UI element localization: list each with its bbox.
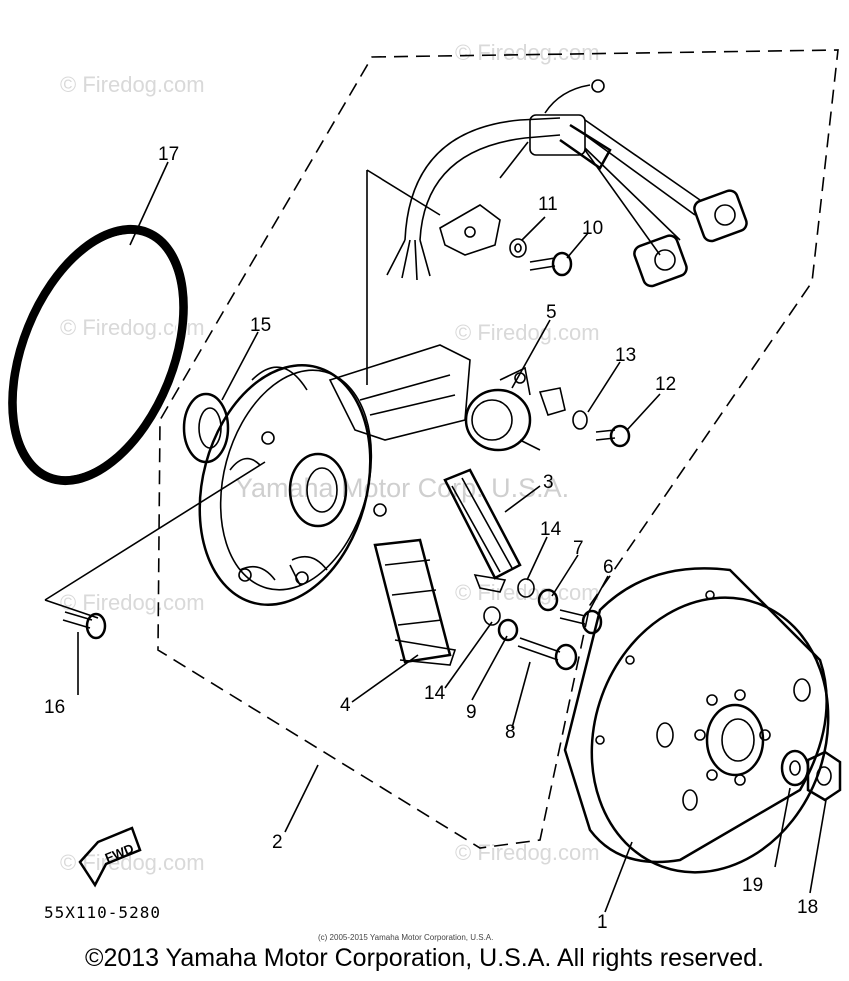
washer-14-upper bbox=[517, 578, 535, 598]
callout-2: 2 bbox=[272, 832, 283, 853]
callout-labels: 1 2 3 4 5 6 7 8 9 10 11 12 13 14 14 15 1… bbox=[44, 144, 818, 933]
flywheel-rotor-1 bbox=[563, 567, 830, 874]
clamp-13 bbox=[538, 387, 588, 430]
screw-8 bbox=[517, 637, 578, 671]
watermark: © Firedog.com bbox=[455, 40, 600, 65]
washer-19 bbox=[780, 749, 810, 787]
callout-14-lower: 14 bbox=[424, 683, 446, 704]
small-copyright-notice: (c) 2005-2015 Yamaha Motor Corporation, … bbox=[318, 933, 493, 942]
watermark: © Firedog.com bbox=[455, 580, 600, 605]
pickup-coil-5 bbox=[464, 366, 541, 452]
washer-7 bbox=[537, 588, 559, 612]
screw-6 bbox=[559, 609, 603, 635]
callout-8: 8 bbox=[505, 722, 516, 743]
watermark: © Firedog.com bbox=[455, 840, 600, 865]
callout-10: 10 bbox=[582, 218, 603, 239]
callout-17: 17 bbox=[158, 144, 179, 165]
leader-lines bbox=[44, 161, 827, 913]
watermark: © Firedog.com bbox=[455, 320, 600, 345]
oil-seal-15 bbox=[182, 392, 230, 464]
diagram-part-code: 55X110-5280 bbox=[44, 903, 161, 922]
callout-12: 12 bbox=[655, 374, 676, 395]
callout-11: 11 bbox=[538, 194, 558, 215]
callout-5: 5 bbox=[546, 302, 557, 323]
callout-18: 18 bbox=[797, 897, 818, 918]
wire-harness bbox=[386, 79, 748, 288]
callout-6: 6 bbox=[603, 557, 614, 578]
screw-12 bbox=[595, 424, 631, 448]
callout-13: 13 bbox=[615, 345, 636, 366]
o-ring-17 bbox=[8, 224, 188, 486]
screw-16 bbox=[62, 611, 107, 640]
callout-1: 1 bbox=[597, 912, 608, 933]
dashed-assembly-boundary bbox=[157, 49, 839, 849]
watermark: © Firedog.com bbox=[60, 72, 205, 97]
callout-9: 9 bbox=[466, 702, 477, 723]
callout-15: 15 bbox=[250, 315, 271, 336]
callout-14-upper: 14 bbox=[540, 519, 562, 540]
callout-4: 4 bbox=[340, 695, 351, 716]
copyright-footer: ©2013 Yamaha Motor Corporation, U.S.A. A… bbox=[85, 944, 764, 972]
callout-7: 7 bbox=[573, 538, 584, 559]
source-coil-4 bbox=[373, 538, 457, 666]
watermark: © Firedog.com bbox=[60, 590, 205, 615]
screw-10 bbox=[529, 251, 573, 277]
callout-3: 3 bbox=[543, 472, 554, 493]
washer-14-lower bbox=[483, 606, 501, 626]
callout-16: 16 bbox=[44, 697, 65, 718]
watermark-owner: Yamaha Motor Corp. U.S.A. bbox=[235, 473, 569, 503]
washer-9 bbox=[497, 618, 519, 642]
callout-19: 19 bbox=[742, 875, 763, 896]
nut-18 bbox=[806, 750, 842, 802]
charging-coil-3 bbox=[443, 468, 522, 593]
wire-clamp bbox=[439, 204, 501, 256]
washer-11 bbox=[509, 238, 527, 258]
